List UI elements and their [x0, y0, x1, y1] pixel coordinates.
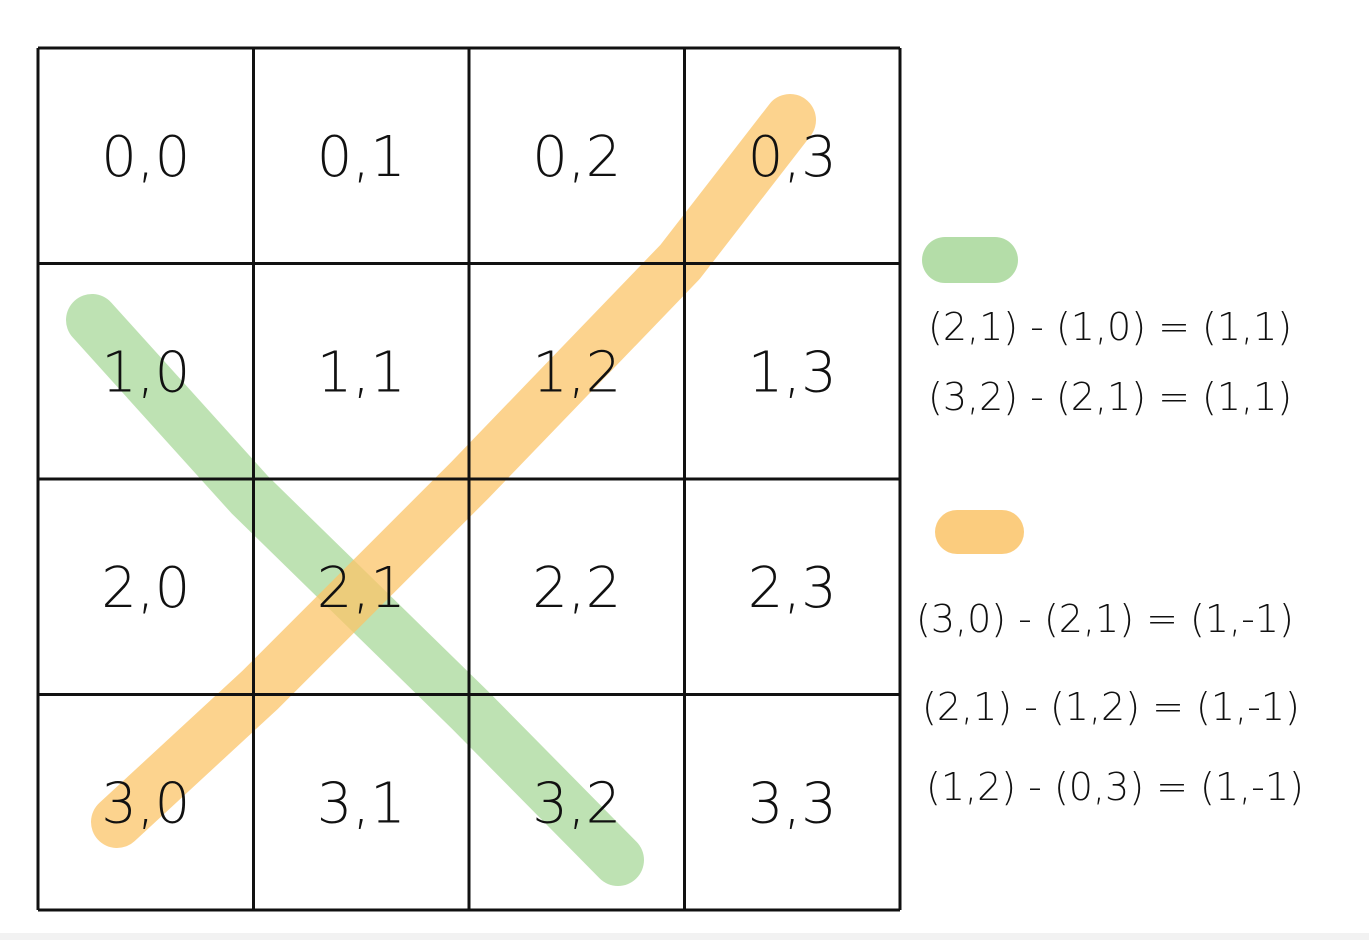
grid-cell-label-0-2: 0,2	[532, 125, 621, 190]
green-equation-1: (2,1) - (1,0) = (1,1)	[928, 305, 1292, 349]
grid-cell-label-0-1: 0,1	[317, 125, 406, 190]
grid-cell-label-1-3: 1,3	[748, 340, 837, 405]
grid-cell-label-2-3: 2,3	[748, 556, 837, 621]
grid-cell-label-1-2: 1,2	[532, 340, 621, 405]
grid-cell-label-3-0: 3,0	[101, 771, 190, 836]
legend: (2,1) - (1,0) = (1,1) (3,2) - (2,1) = (1…	[916, 237, 1304, 809]
grid-cell-label-3-1: 3,1	[317, 771, 406, 836]
grid-cell-label-0-3: 0,3	[748, 125, 837, 190]
grid-cell-label-2-1: 2,1	[317, 556, 406, 621]
grid-cell-labels: 0,0 0,1 0,2 0,3 1,0 1,1 1,2 1,3 2,0 2,1 2,2 2,3 3,0 3…	[101, 125, 837, 837]
grid-cell-label-2-0: 2,0	[101, 556, 190, 621]
grid-cell-label-0-0: 0,0	[101, 125, 190, 190]
bottom-edge-bar	[0, 933, 1369, 940]
green-equation-2: (3,2) - (2,1) = (1,1)	[928, 375, 1292, 419]
orange-equation-2: (2,1) - (1,2) = (1,-1)	[922, 685, 1300, 729]
grid-cell-label-1-1: 1,1	[317, 340, 406, 405]
orange-equation-3: (1,2) - (0,3) = (1,-1)	[926, 765, 1304, 809]
orange-equation-1: (3,0) - (2,1) = (1,-1)	[916, 597, 1294, 641]
grid-cell-label-3-2: 3,2	[532, 771, 621, 836]
grid-cell-label-2-2: 2,2	[532, 556, 621, 621]
grid-cell-label-1-0: 1,0	[101, 340, 190, 405]
grid-lines	[36, 46, 902, 912]
grid-cell-label-3-3: 3,3	[748, 771, 837, 836]
